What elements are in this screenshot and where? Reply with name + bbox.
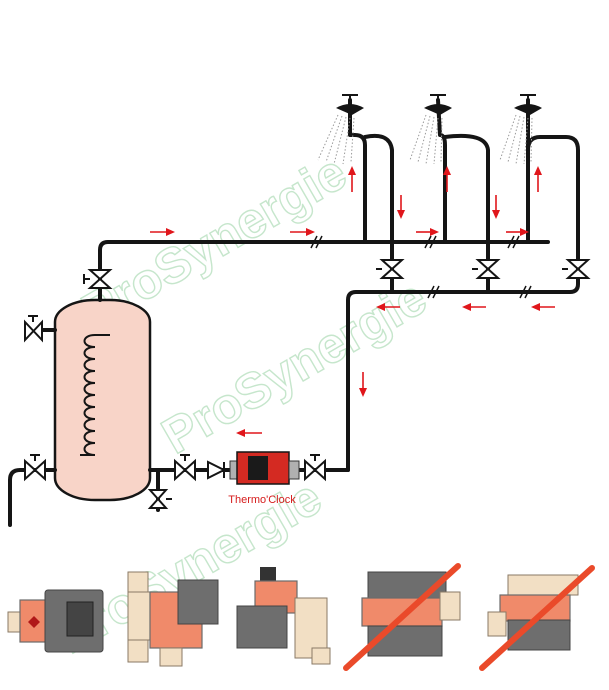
valve-riser-1 bbox=[376, 259, 405, 279]
return-pipe bbox=[346, 135, 580, 472]
pipe-break-marks bbox=[310, 235, 532, 299]
pump-orientations bbox=[7, 563, 595, 671]
pump-orientation-3 bbox=[236, 567, 331, 665]
valve-cold-inlet bbox=[24, 454, 46, 482]
valve-bottom-drain bbox=[147, 489, 172, 509]
tank-shell bbox=[53, 298, 152, 502]
pump-orientation-5 bbox=[479, 565, 595, 671]
cross-out-line-1 bbox=[343, 563, 461, 671]
flow-arrow-riser-1-down bbox=[397, 195, 405, 219]
flow-arrow-return-2 bbox=[462, 303, 486, 311]
riser-1-down bbox=[363, 133, 394, 294]
flow-arrows bbox=[150, 166, 555, 437]
riser-2-down bbox=[443, 133, 490, 294]
shower-head-3 bbox=[499, 94, 542, 165]
shower-heads bbox=[317, 94, 542, 165]
shower-head-2 bbox=[409, 94, 452, 165]
cold-inlet-pipe bbox=[8, 468, 57, 527]
supply-pipe bbox=[98, 240, 550, 302]
flow-arrow-return-down bbox=[359, 372, 367, 397]
heating-coil bbox=[80, 334, 110, 456]
valve-recirc-2 bbox=[304, 454, 326, 482]
flow-arrow-recirc bbox=[236, 429, 262, 437]
valve-riser-2 bbox=[472, 259, 501, 279]
flow-arrow-supply-3 bbox=[416, 228, 439, 236]
shower-head-1 bbox=[317, 94, 364, 165]
riser-2-up bbox=[436, 98, 447, 244]
thermoclock-display bbox=[248, 456, 268, 480]
flow-arrow-riser-2-down bbox=[492, 195, 500, 219]
valve-riser-3 bbox=[562, 259, 591, 279]
flow-arrow-supply-4 bbox=[506, 228, 529, 236]
cross-out-line-2 bbox=[479, 565, 595, 671]
valve-tank-outlet bbox=[83, 269, 113, 289]
thermoclock-device: Thermo'Clock bbox=[228, 451, 300, 506]
flow-arrow-supply-2 bbox=[290, 228, 315, 236]
valve-tank-side bbox=[24, 315, 43, 343]
thermoclock-label: Thermo'Clock bbox=[228, 494, 296, 506]
storage-tank bbox=[53, 298, 152, 502]
flow-arrow-return-3 bbox=[531, 303, 555, 311]
flow-arrow-return-1 bbox=[376, 303, 400, 311]
flow-arrow-riser-2-up bbox=[443, 166, 451, 192]
riser-1-up bbox=[348, 98, 367, 244]
warning-diamond-icon bbox=[28, 616, 40, 628]
watermark-text-2: ProSynergie bbox=[153, 269, 436, 465]
valve-recirc-1 bbox=[174, 454, 196, 482]
pump-orientation-1 bbox=[7, 589, 104, 653]
check-valve-recirc bbox=[207, 460, 227, 480]
pump-orientation-4 bbox=[343, 563, 461, 671]
valves bbox=[24, 259, 591, 509]
flow-arrow-supply-1 bbox=[150, 228, 175, 236]
pump-orientation-2 bbox=[127, 571, 219, 667]
flow-arrow-riser-3-up bbox=[534, 166, 542, 192]
flow-arrow-riser-1-up bbox=[348, 166, 356, 192]
